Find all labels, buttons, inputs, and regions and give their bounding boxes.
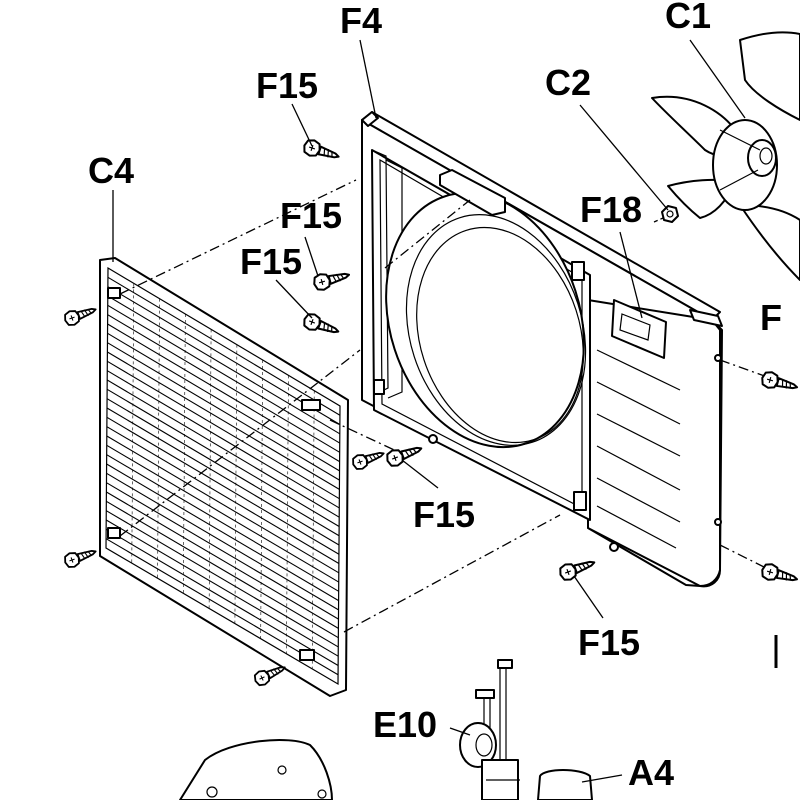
nut-c2 [653, 205, 679, 223]
label-c2: C2 [545, 62, 591, 103]
label-a4: A4 [628, 752, 674, 793]
grille-slat [107, 314, 340, 453]
grille-slat [106, 398, 340, 537]
label-f15-mid-b: F15 [240, 241, 302, 282]
grille-slat [107, 276, 341, 416]
assembly-lines [119, 179, 771, 633]
screw-icon [559, 560, 596, 581]
grille-vertical [286, 375, 289, 654]
grille-slat [107, 332, 340, 472]
screw-icon [386, 446, 423, 467]
screw-icon [253, 666, 286, 687]
sensor-e10 [459, 659, 520, 800]
label-f15-mid-a: F15 [280, 195, 342, 236]
label-e10: E10 [373, 704, 437, 745]
grille-slat [105, 510, 339, 648]
grille-vertical [260, 359, 263, 639]
label-f15-top: F15 [256, 65, 318, 106]
grille-vertical [311, 390, 315, 669]
grille-slat [106, 482, 339, 620]
grille-vertical [208, 329, 212, 609]
grille-slat [106, 435, 340, 574]
front-panel-f4 [361, 111, 723, 588]
grille-slat [107, 323, 340, 463]
grille-slat [107, 342, 340, 481]
grille-slat [106, 370, 340, 509]
grille-slat [105, 528, 339, 666]
grille-verticals [131, 283, 315, 669]
label-f15-lower: F15 [413, 494, 475, 535]
grille-slat [106, 379, 340, 518]
screw-icon [64, 308, 97, 326]
screw-icon [352, 452, 385, 470]
callout-labels: C4 F4 C1 C2 F18 F15 F15 F15 F15 F15 F E1… [88, 0, 782, 793]
screw-group [64, 139, 799, 687]
grille-slat [107, 360, 340, 500]
grille-vertical [183, 313, 186, 594]
grille-slat [106, 407, 340, 546]
grille-slat [107, 304, 341, 444]
label-f15-bottom: F15 [578, 622, 640, 663]
grille-vertical [234, 344, 238, 624]
grille-slat [106, 463, 339, 602]
screw-icon [303, 313, 340, 334]
screw-icon [313, 272, 351, 291]
bottom-left-bracket [179, 739, 333, 800]
grille-slat [106, 426, 340, 565]
grille-vertical [131, 283, 135, 564]
label-f-partial: F [760, 297, 782, 338]
grille-slat [106, 416, 340, 555]
screw-icon [761, 371, 799, 390]
label-f18: F18 [580, 189, 642, 230]
screw-icon [303, 139, 340, 159]
fan-c1 [651, 31, 800, 281]
grille-slat [106, 444, 340, 583]
label-c1: C1 [665, 0, 711, 36]
grille-slat [106, 500, 339, 639]
grille-slat [106, 454, 339, 592]
grille-vertical [157, 298, 160, 579]
grille-slat [106, 491, 339, 629]
grille-slat [106, 388, 340, 527]
label-c4: C4 [88, 150, 134, 191]
grille-slat [106, 472, 339, 611]
grille-slat [107, 295, 341, 435]
label-f4: F4 [340, 0, 382, 41]
grille-c4 [99, 257, 349, 697]
leader-lines [112, 39, 746, 783]
screw-icon [761, 563, 799, 582]
screw-icon [64, 550, 97, 568]
grille-slat [107, 351, 340, 490]
grille-slat [105, 519, 339, 657]
part-a4 [537, 769, 593, 800]
